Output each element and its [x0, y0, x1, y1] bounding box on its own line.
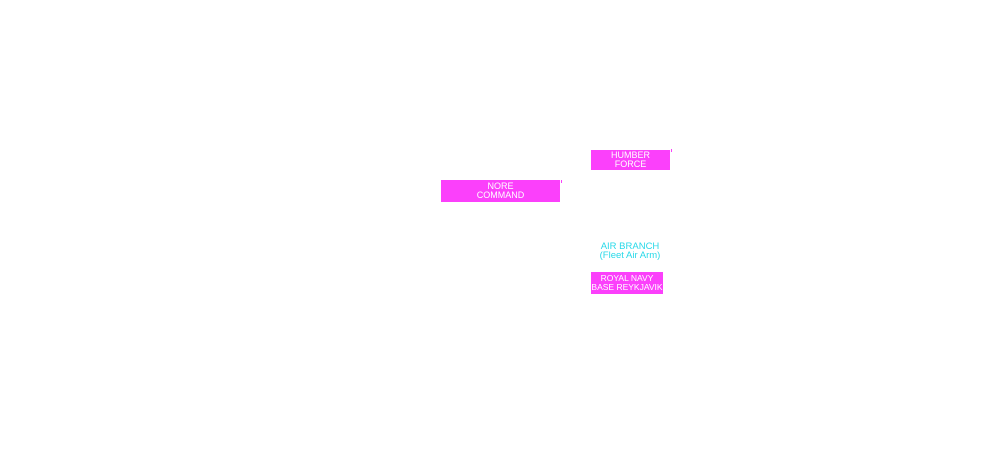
branch-label-line2: (Fleet Air Arm) — [599, 250, 661, 261]
node-label-line2: FORCE — [614, 159, 647, 169]
branch-label-line1: AIR BRANCH — [600, 241, 660, 252]
node-royal-navy-base-reykjavik[interactable]: ROYAL NAVY BASE REYKJAVIK — [591, 272, 663, 294]
node-humber-force[interactable]: HUMBER FORCE — [591, 150, 670, 170]
connector-stub — [561, 180, 562, 183]
node-label-line2: COMMAND — [476, 190, 525, 200]
connector-stub — [671, 149, 672, 152]
node-label-line1: HUMBER — [610, 150, 650, 160]
node-nore-command[interactable]: NORE COMMAND — [441, 180, 560, 202]
node-label-line2: BASE REYKJAVIK — [591, 282, 663, 292]
node-label-line1: NORE — [487, 181, 514, 191]
air-branch-label: AIR BRANCH (Fleet Air Arm) — [591, 241, 669, 261]
node-label-line1: ROYAL NAVY — [600, 273, 654, 283]
